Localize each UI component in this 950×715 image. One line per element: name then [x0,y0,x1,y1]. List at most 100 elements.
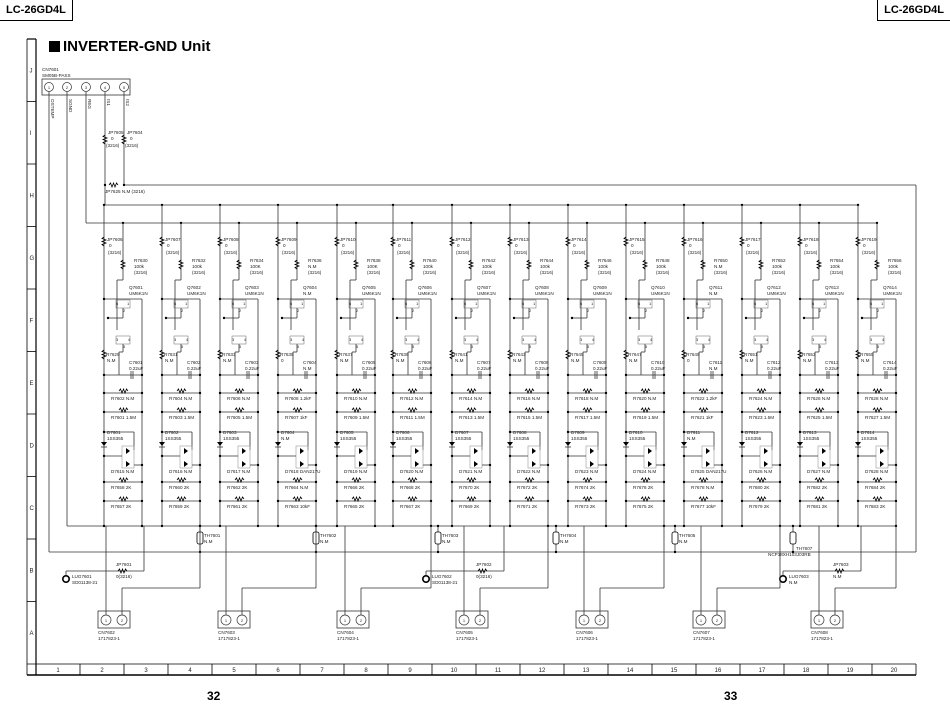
thermistor-ref: TH7605 [679,533,696,538]
junction-dot [339,316,343,320]
resistor-label: R7615 1.5M [517,415,542,420]
resistor-value: N.M [308,264,317,269]
lug-terminal-icon [778,574,787,583]
jumper-value: 0 [515,243,518,248]
pin-number: 2 [834,618,837,623]
junction-dot [604,524,608,528]
resistor-symbol [118,476,129,484]
capacitor-ref: C7612 [767,360,781,365]
junction-dot [894,463,898,467]
row-label-H: H [30,193,34,199]
junction-dot [682,410,686,414]
resistor-value: N.M [714,264,723,269]
junction-dot [566,454,570,458]
resistor-size: (3216) [830,270,844,275]
jumper-size: (3216) [106,143,120,148]
pin-number: 4 [592,337,595,342]
pin-number: 4 [534,337,537,342]
pin-number: 2 [599,618,602,623]
junction-dot [218,391,222,395]
connector-ref: CN7604 [337,630,354,635]
diode-symbol [706,448,710,454]
resistor-size: (3216) [367,270,381,275]
resistor-symbol [582,406,593,414]
junction-dot [791,550,795,554]
resistor-symbol [408,259,416,270]
diode-ref: D7604 [281,430,295,435]
resistor-ref: R7650 [714,258,728,263]
resistor-ref: R7634 [250,258,264,263]
junction-dot [160,391,164,395]
junction-dot [395,316,399,320]
pin-number: 6 [696,301,699,306]
resistor-symbol [640,387,651,395]
jumper-value: 0 [573,243,576,248]
transistor-part: UM6K1N [767,291,786,296]
pin-number: 3 [174,337,177,342]
row-label-C: C [30,506,35,512]
junction-dot [740,524,744,528]
resistor-label: R7667 2K [400,504,421,509]
resistor-symbol [234,387,245,395]
junction-dot [720,391,724,395]
diode-symbol [764,461,768,467]
resistor-ref: R7652 [772,258,786,263]
lug-terminal-icon [61,574,70,583]
jumper-size: (3216) [456,250,470,255]
connector-part: 1717823-1 [693,636,715,641]
pin-number: 5 [356,344,359,349]
resistor-value: 100k [482,264,493,269]
junction-dot [276,373,280,377]
resistor-symbol [274,349,282,360]
junction-dot [546,391,550,395]
column-label-20: 20 [891,668,898,674]
pin-number: 2 [819,308,822,313]
resistor-symbol [756,406,767,414]
diode-symbol [590,448,594,454]
junction-dot [160,373,164,377]
capacitor-ref: C7613 [825,360,839,365]
connector-part: 1717823-1 [576,636,598,641]
junction-dot [198,391,202,395]
transistor-ref: Q7608 [535,285,549,290]
lug-value: SD01138-21 [432,580,458,585]
junction-dot [391,430,395,434]
connector-pin [81,82,91,92]
transistor-part: UM6K1N [883,291,902,296]
pin-number: 1 [463,618,466,623]
resistor-symbol [834,567,845,575]
diode-symbol [359,461,363,467]
junction-dot [335,524,339,528]
output-connector-body [455,610,489,629]
junction-dot [740,373,744,377]
junction-dot [778,499,782,503]
junction-dot [164,316,168,320]
resistor-symbol [640,495,651,503]
dual-diode-box [759,445,773,469]
junction-dot [604,410,608,414]
junction-dot [256,480,260,484]
junction-dot [335,391,339,395]
transistor-part: UM6K1N [593,291,612,296]
junction-dot [798,454,802,458]
diode-symbol [159,442,165,446]
resistor-symbol [622,236,630,247]
jumper-ref: JP7613 [513,237,529,242]
dual-diode-box [121,445,135,469]
junction-dot [335,499,339,503]
jumper-value: 0 [689,243,692,248]
resistor-label: R7670 2K [459,485,480,490]
transistor-part: UM6K1N [651,291,670,296]
junction-dot [604,391,608,395]
junction-dot [450,454,454,458]
pin-number: 4 [186,337,189,342]
junction-dot [429,373,433,377]
diode-ref: D7605 [340,430,354,435]
pin-number: 6 [116,301,119,306]
jumper-size: (3216) [746,250,760,255]
pin-number: 5 [529,344,532,349]
connector-ref: CN7601 [42,67,59,72]
resistor-symbol [477,567,488,575]
resistor-symbol [756,495,767,503]
diode-ref: D7613 [803,430,817,435]
